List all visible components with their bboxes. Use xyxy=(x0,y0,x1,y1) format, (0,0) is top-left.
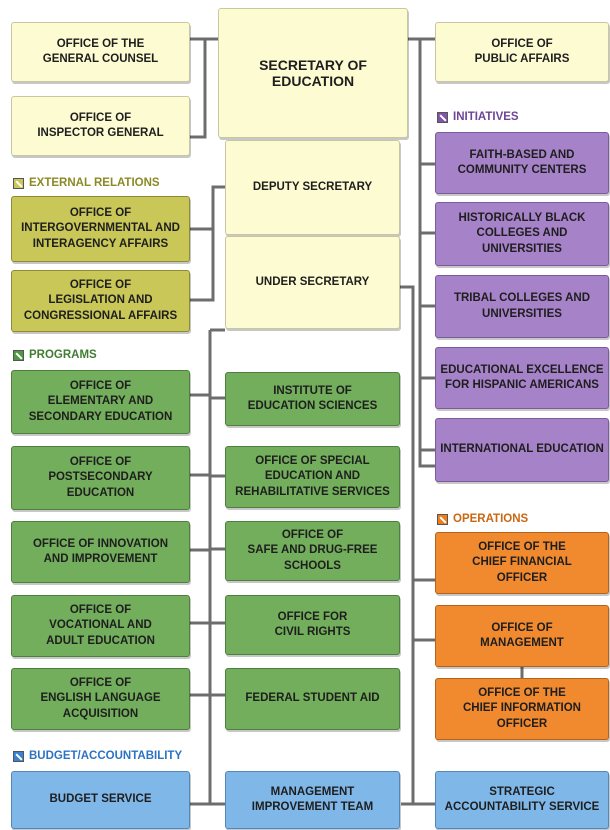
budget-service[interactable]: BUDGET SERVICE xyxy=(11,771,190,829)
operations-chief-financial-officer[interactable]: OFFICE OF THE CHIEF FINANCIAL OFFICER xyxy=(435,532,609,594)
office-public-affairs[interactable]: OFFICE OF PUBLIC AFFAIRS xyxy=(435,22,609,82)
initiative-hispanic-americans[interactable]: EDUCATIONAL EXCELLENCE FOR HISPANIC AMER… xyxy=(435,347,609,409)
arrow-icon xyxy=(437,111,448,123)
office-general-counsel[interactable]: OFFICE OF THE GENERAL COUNSEL xyxy=(11,22,190,82)
under-secretary[interactable]: UNDER SECRETARY xyxy=(225,236,400,329)
program-civil-rights[interactable]: OFFICE FOR CIVIL RIGHTS xyxy=(225,595,400,655)
office-intergovernmental-interagency-affairs[interactable]: OFFICE OF INTERGOVERNMENTAL AND INTERAGE… xyxy=(11,196,190,262)
initiative-international-education[interactable]: INTERNATIONAL EDUCATION xyxy=(435,418,609,482)
office-inspector-general[interactable]: OFFICE OF INSPECTOR GENERAL xyxy=(11,96,190,156)
arrow-icon xyxy=(437,513,448,525)
program-education-sciences[interactable]: INSTITUTE OF EDUCATION SCIENCES xyxy=(225,372,400,426)
program-english-language[interactable]: OFFICE OF ENGLISH LANGUAGE ACQUISITION xyxy=(11,668,190,730)
deputy-secretary[interactable]: DEPUTY SECRETARY xyxy=(225,140,400,235)
budget-accountability-label: BUDGET/ACCOUNTABILITY xyxy=(29,750,183,762)
arrow-icon xyxy=(13,349,24,361)
program-innovation-improvement[interactable]: OFFICE OF INNOVATION AND IMPROVEMENT xyxy=(11,521,190,583)
initiatives-header: INITIATIVES xyxy=(437,111,519,123)
initiative-hbcu[interactable]: HISTORICALLY BLACK COLLEGES AND UNIVERSI… xyxy=(435,202,609,266)
office-legislation-congressional-affairs[interactable]: OFFICE OF LEGISLATION AND CONGRESSIONAL … xyxy=(11,270,190,332)
operations-label: OPERATIONS xyxy=(453,513,529,525)
initiative-tribal-colleges[interactable]: TRIBAL COLLEGES AND UNIVERSITIES xyxy=(435,275,609,338)
programs-header: PROGRAMS xyxy=(13,349,97,361)
management-improvement-team[interactable]: MANAGEMENT IMPROVEMENT TEAM xyxy=(225,771,400,829)
program-special-education[interactable]: OFFICE OF SPECIAL EDUCATION AND REHABILI… xyxy=(225,446,400,508)
external-relations-header: EXTERNAL RELATIONS xyxy=(13,177,160,189)
budget-accountability-header: BUDGET/ACCOUNTABILITY xyxy=(13,750,182,762)
operations-header: OPERATIONS xyxy=(437,513,528,525)
arrow-icon xyxy=(13,177,24,189)
program-elementary-secondary[interactable]: OFFICE OF ELEMENTARY AND SECONDARY EDUCA… xyxy=(11,370,190,434)
initiatives-label: INITIATIVES xyxy=(453,111,519,123)
operations-management[interactable]: OFFICE OF MANAGEMENT xyxy=(435,605,609,667)
arrow-icon xyxy=(13,750,24,762)
external-relations-label: EXTERNAL RELATIONS xyxy=(29,177,160,189)
program-postsecondary[interactable]: OFFICE OF POSTSECONDARY EDUCATION xyxy=(11,446,190,510)
program-vocational-adult[interactable]: OFFICE OF VOCATIONAL AND ADULT EDUCATION xyxy=(11,595,190,657)
programs-label: PROGRAMS xyxy=(29,349,97,361)
strategic-accountability-service[interactable]: STRATEGIC ACCOUNTABILITY SERVICE xyxy=(435,771,609,829)
program-safe-drug-free-schools[interactable]: OFFICE OF SAFE AND DRUG-FREE SCHOOLS xyxy=(225,521,400,581)
operations-chief-information-officer[interactable]: OFFICE OF THE CHIEF INFORMATION OFFICER xyxy=(435,678,609,740)
program-federal-student-aid[interactable]: FEDERAL STUDENT AID xyxy=(225,668,400,730)
initiative-faith-based[interactable]: FAITH-BASED AND COMMUNITY CENTERS xyxy=(435,132,609,194)
secretary-of-education[interactable]: SECRETARY OF EDUCATION xyxy=(218,8,408,138)
